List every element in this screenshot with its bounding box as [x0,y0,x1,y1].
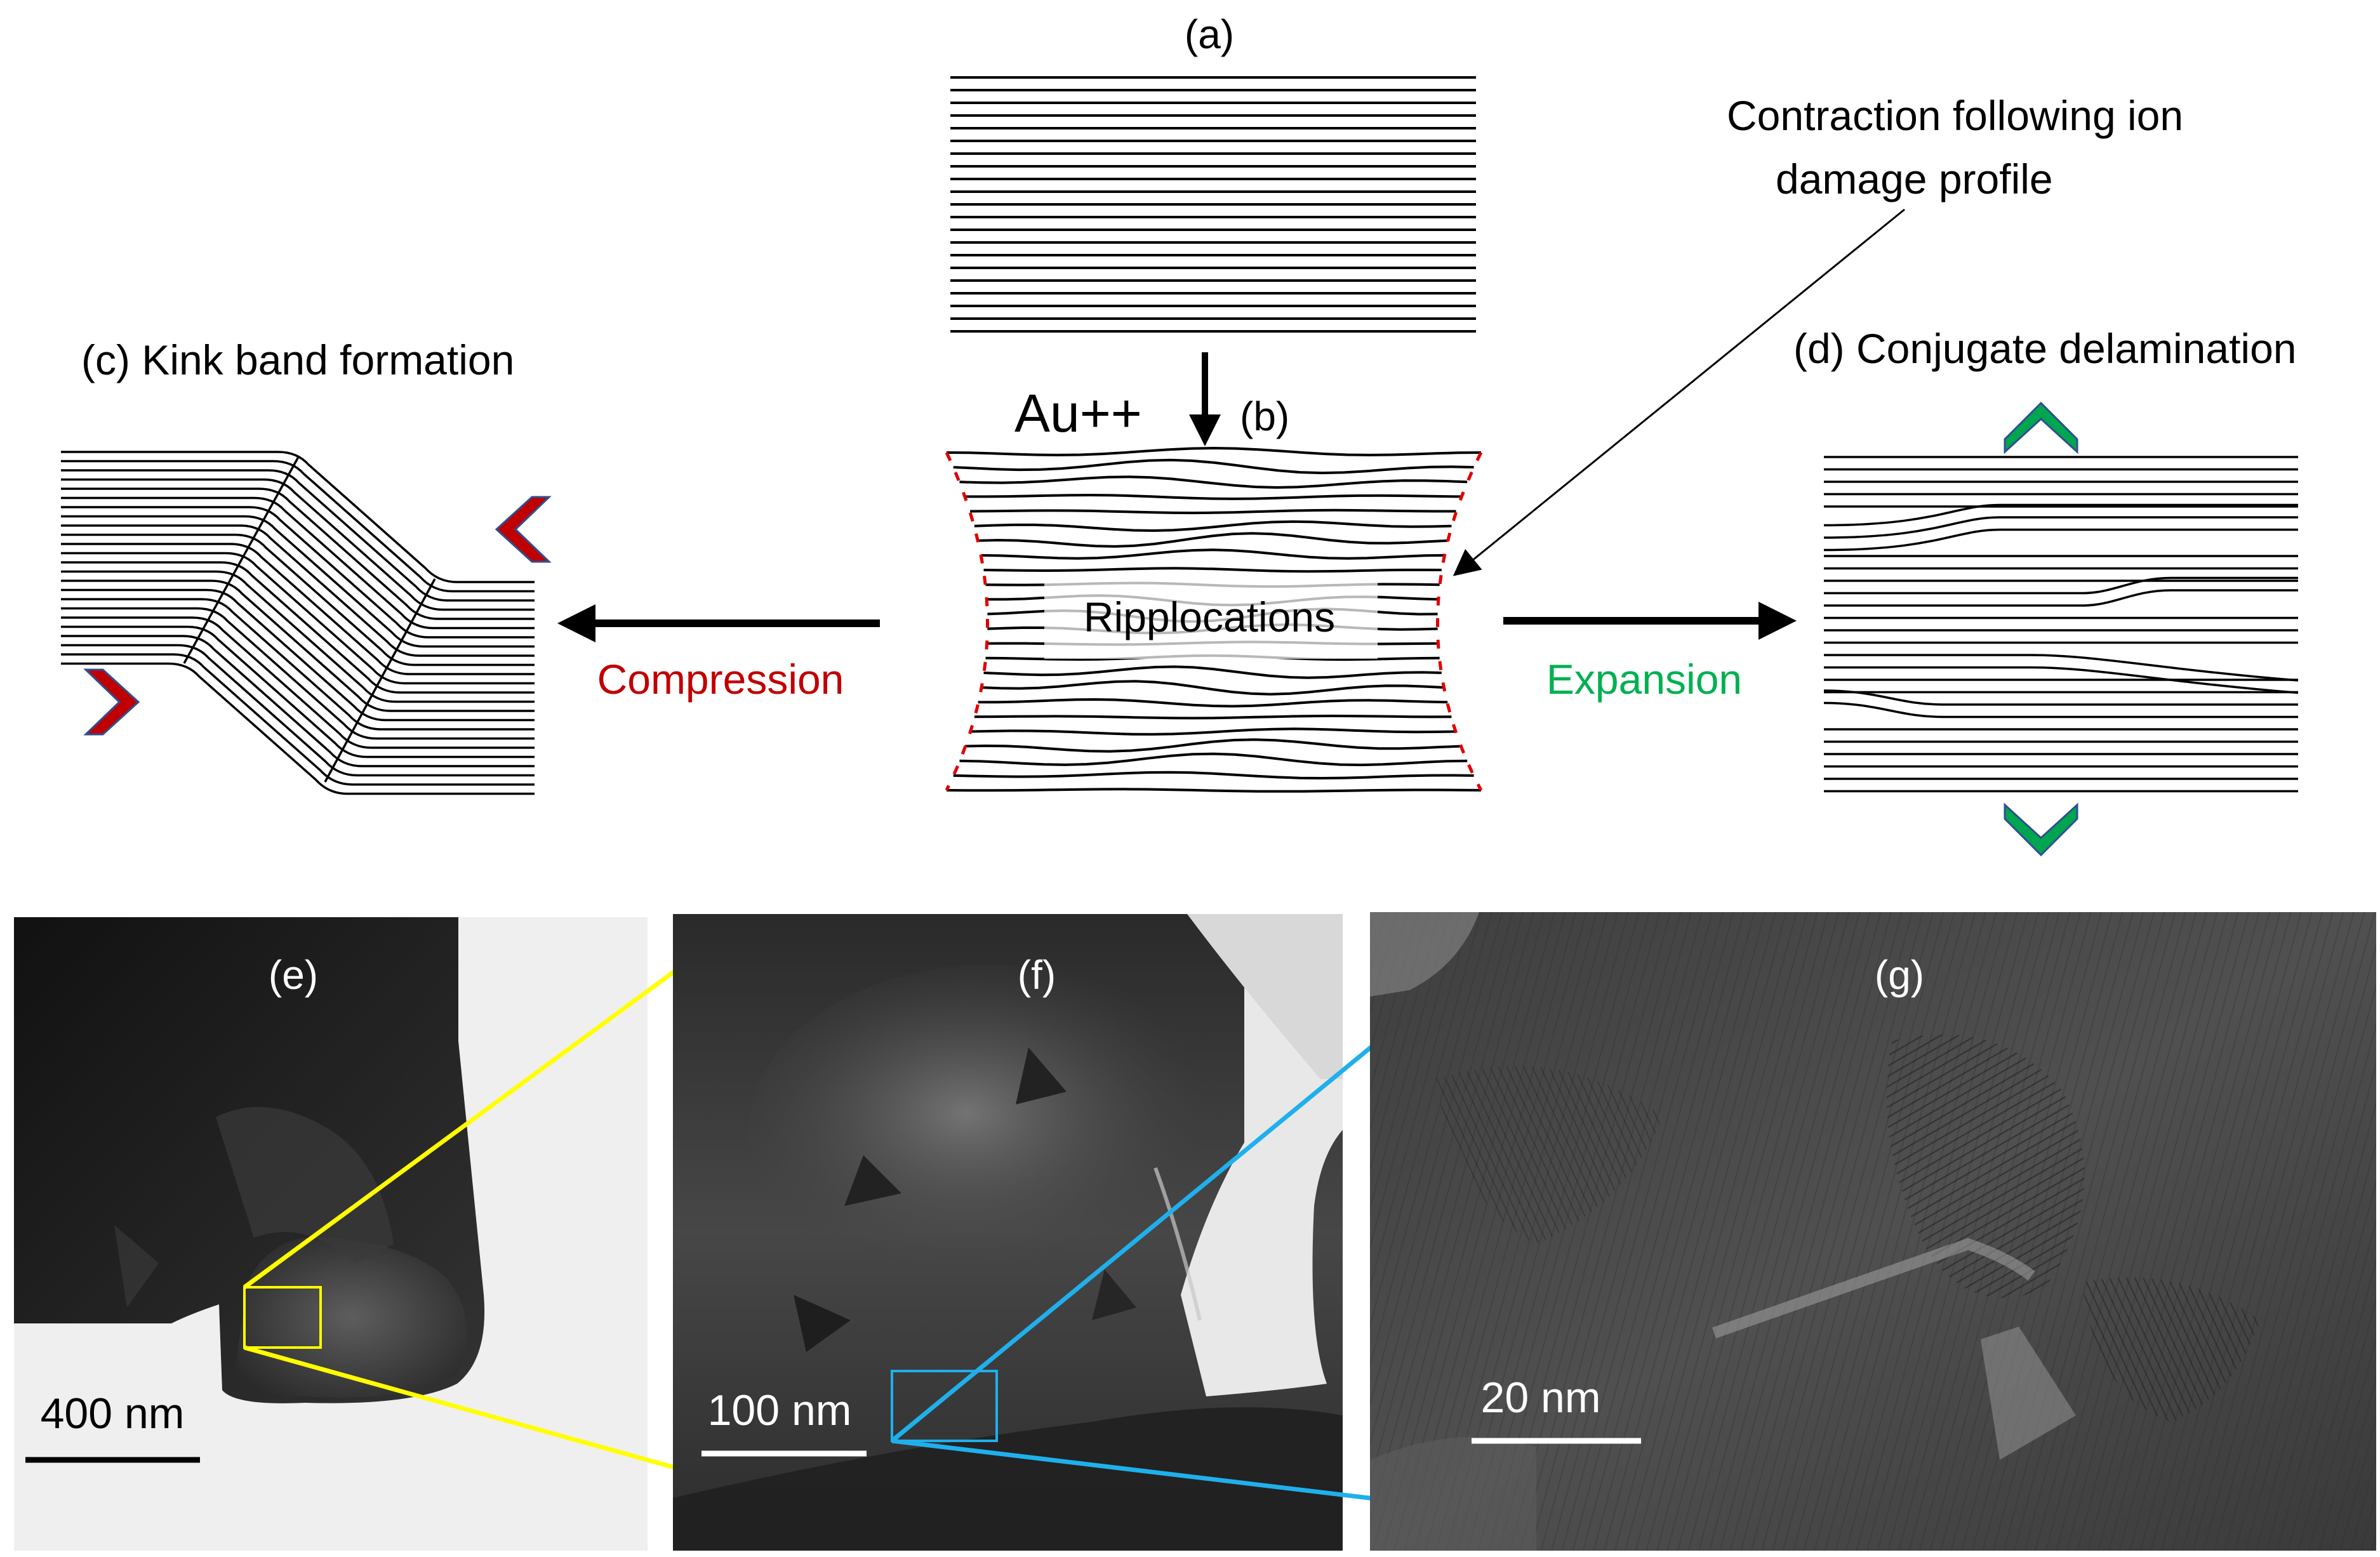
kinked-layer-line [61,588,535,722]
label-e: (e) [269,952,318,998]
tem-micrograph-e: (e) 400 nm [14,917,717,1551]
compression-chevron-right [495,496,552,563]
kinked-layer-line [61,487,535,620]
kinked-layer-line [61,635,535,767]
kinked-layer-line [61,653,535,786]
rippled-layer-line [974,714,1452,720]
rippled-layer-line [981,548,1445,560]
rippled-layer-stack [946,446,1482,793]
rippled-layer-line [978,532,1448,548]
delaminated-layer-line [1823,516,2298,539]
label-b: (b) [1240,394,1289,439]
delaminated-layer-line [1824,589,2298,607]
kinked-layer-line [61,616,535,749]
zoom-line-f-top [890,1018,1406,1443]
ion-label: Au++ [1014,383,1142,443]
kinked-layer-line [61,570,535,703]
rippled-layer-line [959,752,1468,767]
scale-label-f: 100 nm [708,1386,852,1434]
rippled-layer-line [974,520,1452,533]
label-f: (f) [1018,952,1056,998]
rippled-layer-line [953,458,1474,475]
rippled-layer-line [953,771,1474,780]
delaminated-layer-line [1823,503,2298,527]
label-a: (a) [1185,11,1234,57]
pristine-layer-stack [950,76,1476,333]
kinked-layer-line [61,506,535,639]
kinked-layer-line [61,524,535,657]
ripplocations-label-box [1044,576,1378,659]
rippled-layer-line [965,493,1461,500]
rippled-layer-line [978,698,1448,708]
kinked-layer-line [61,561,535,694]
expansion-label: Expansion [1546,656,1742,703]
kinked-layer-line [61,580,535,712]
zoom-line-f-bottom [891,1438,1444,1517]
rippled-layer-line [946,446,1482,456]
rippled-layer-line [983,567,1442,573]
kinked-layer-line [61,598,535,731]
kinked-layer-line [61,478,535,611]
kink-band-layer-stack [61,451,535,795]
expansion-chevron-up [2004,401,2078,454]
scale-label-e: 400 nm [41,1389,185,1438]
rippled-layer-line [970,508,1456,515]
tem-micrograph-g: (g) 20 nm [1370,912,2376,1551]
annotation-pointer [1453,208,1905,576]
kinked-layer-line [61,552,535,685]
kinked-layer-line [61,460,535,593]
rippled-layer-line [983,665,1442,679]
rippled-layer-line [981,680,1445,696]
delaminated-layer-line [1824,576,2298,595]
kinked-layer-line [61,607,535,740]
delaminated-layer-line [1823,689,2298,706]
kinked-layer-line [61,496,535,630]
zoom-box-e [243,1286,322,1349]
kink-boundary-lower [324,578,436,783]
rippled-layer-line [946,788,1482,793]
delaminated-layer-line [1823,701,2298,719]
rippled-layer-line [959,475,1468,489]
kinked-layer-line [61,469,535,602]
kinked-layer-line [61,533,535,666]
kinked-layer-line [61,644,535,777]
compression-label: Compression [597,656,844,703]
kinked-layer-line [61,625,535,759]
annotation-line-2: damage profile [1776,156,2053,202]
delaminated-layer-line [1824,654,2299,682]
delaminated-layer-stack [1823,456,2299,793]
delaminated-layer-line [1824,666,2299,694]
ripplocations-label: Ripplocations [1084,593,1335,640]
kinked-layer-line [61,662,535,795]
label-g: (g) [1875,952,1924,998]
zoom-box-f [891,1370,998,1442]
delaminated-layer-line [1823,528,2298,552]
zoom-line-e-bottom [244,1345,717,1485]
compression-chevron-left [83,668,140,736]
scale-label-g: 20 nm [1481,1374,1601,1422]
label-c: (c) Kink band formation [81,336,514,383]
zoom-line-e-top [243,941,715,1289]
annotation-line-1: Contraction following ion [1727,92,2183,139]
rippled-layer-line [965,738,1461,753]
kinked-layer-line [61,515,535,648]
tem-micrograph-f: (f) 100 nm [673,914,1444,1551]
rippled-layer-line [970,727,1456,736]
kinked-layer-line [61,451,535,583]
label-d: (d) Conjugate delamination [1793,325,2296,372]
kink-boundary-upper [183,456,300,664]
damage-profile-right [1436,451,1483,792]
damage-profile-left [945,451,989,792]
expansion-chevron-down [2004,802,2078,857]
kinked-layer-line [61,543,535,675]
